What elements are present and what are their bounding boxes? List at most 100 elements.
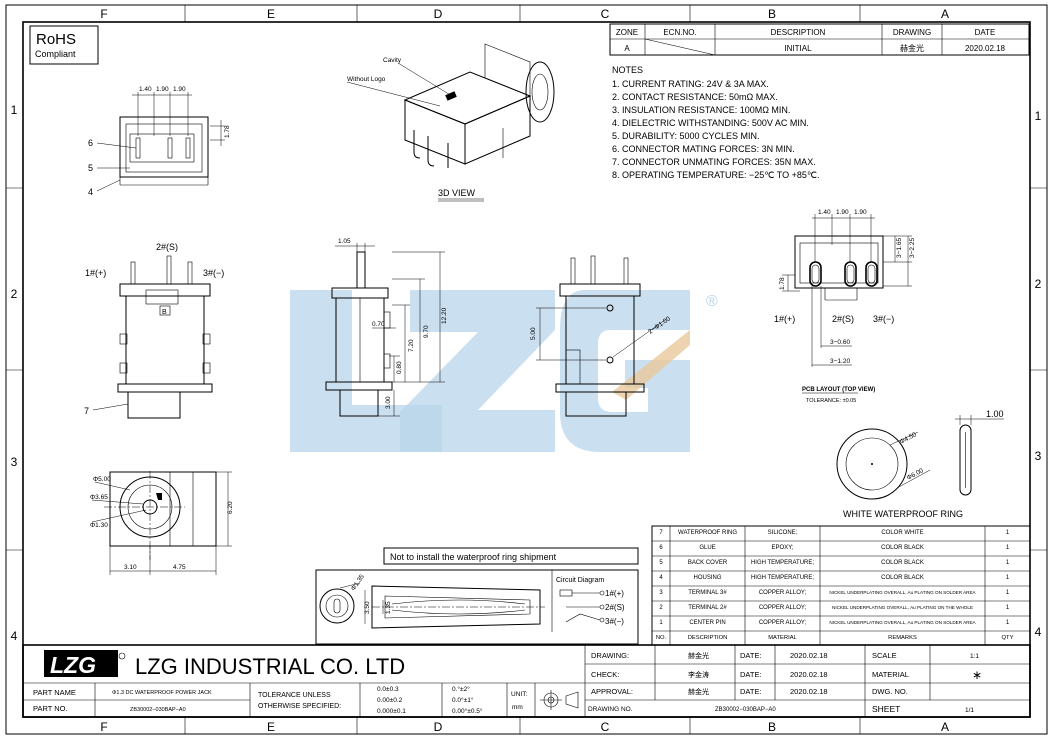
bom-cell-material: SILICONE; — [767, 530, 798, 537]
bottom-view-dim: Φ5.00 — [93, 476, 111, 483]
bom-cell-no: 6 — [659, 545, 663, 552]
frame-col-d-bottom: D — [434, 720, 443, 734]
top-view-dim: 1.40 — [139, 86, 152, 93]
pcb-layout: 1.40 1.90 1.90 3−1.65 3−2.25 1.78 3−0.60… — [774, 209, 916, 404]
side-view: 1.05 12.20 9.70 7.20 0.70 0.80 3.00 — [325, 238, 448, 417]
bom-header-cell: MATERIAL — [768, 634, 797, 641]
bom-cell-desc: TERMINAL 3# — [688, 590, 727, 597]
top-view-dim: 1.90 — [156, 86, 169, 93]
shipment-note: Not to install the waterproof ring shipm… — [390, 552, 557, 562]
sheet-value: 1/1 — [965, 707, 974, 714]
pcb-dim: 1.90 — [836, 209, 849, 216]
rev-header-ecn: ECN.NO. — [663, 28, 696, 37]
check-label: CHECK: — [591, 670, 619, 679]
rev-header-description: DESCRIPTION — [771, 28, 826, 37]
bom-header-cell: REMARKS — [888, 634, 917, 641]
3d-view-cavity-label: Cavity — [383, 57, 402, 64]
bom-header-cell: DESCRIPTION — [687, 634, 728, 641]
bom-cell-material: EPOXY; — [771, 545, 794, 552]
bottom-view-dim: 6.20 — [227, 501, 234, 514]
front-view-pin3: 3#(−) — [203, 268, 224, 278]
frame-row-4-right: 4 — [1035, 625, 1042, 639]
front-view: B 1#(+) 2#(S) 3#(−) 7 — [84, 242, 224, 419]
side-view-dim: 1.05 — [338, 238, 351, 245]
bottom-view-dim: 4.75 — [173, 564, 186, 571]
rohs-subtitle: Compliant — [35, 49, 76, 59]
bom-cell-material: COPPER ALLOY; — [758, 605, 807, 612]
top-view: 1.40 1.90 1.90 1.78 6 5 4 — [88, 86, 231, 197]
bom-header-cell: NO. — [655, 634, 667, 641]
bom-header-cell: QTY — [1001, 634, 1014, 641]
3d-view-without-logo-label: Without Logo — [347, 76, 386, 83]
ring-dim: Φ4.50 — [899, 431, 918, 446]
frame-col-c-bottom: C — [601, 720, 610, 734]
bom-cell-material: COPPER ALLOY; — [758, 620, 807, 627]
check-signature: 李金涛 — [688, 670, 709, 679]
bottom-view-dim: Φ3.65 — [90, 494, 108, 501]
drawing-no-label: DRAWING NO. — [588, 706, 633, 713]
front-view-pin2: 2#(S) — [156, 242, 178, 252]
side-view-dim: 12.20 — [441, 307, 448, 324]
pcb-dim: 3−0.60 — [830, 339, 850, 346]
3d-view: Cavity Without Logo 3D VIEW — [346, 43, 555, 202]
front-view-pin1: 1#(+) — [85, 268, 106, 278]
logo-text: LZG — [50, 652, 96, 678]
bom-cell-qty: 1 — [1005, 605, 1010, 612]
side-view-dim: 3.00 — [385, 396, 392, 409]
bom-cell-remarks: NICKEL UNDERPLATING OVERALL, Au PLATING … — [832, 605, 973, 611]
pcb-dim: 3−1.65 — [896, 238, 903, 258]
note-item: 7. CONNECTOR UNMATING FORCES: 35N MAX. — [612, 157, 816, 167]
side-view-dim: 9.70 — [423, 325, 430, 338]
bom-cell-no: 7 — [659, 530, 663, 537]
date-label: DATE: — [740, 651, 762, 660]
bom-cell-no: 2 — [659, 605, 663, 612]
pcb-layout-title: PCB LAYOUT (TOP VIEW) — [802, 387, 875, 393]
tolerance-angle: 0.0°±1° — [452, 696, 474, 704]
drawing-label: DRAWING: — [591, 651, 629, 660]
frame-row-1-right: 1 — [1035, 109, 1042, 123]
pcb-dim: 3−1.20 — [830, 358, 850, 365]
ring-dim: Φ6.00 — [906, 467, 925, 482]
callout-6: 6 — [88, 138, 93, 148]
sheet-label: SHEET — [872, 704, 900, 714]
watermark-registered-mark: ® — [706, 293, 718, 310]
frame-row-4-left: 4 — [11, 629, 18, 643]
date-label: DATE: — [740, 670, 762, 679]
tolerance-label-2: OTHERWISE SPECIFIED: — [258, 703, 341, 710]
pcb-dim: 1.40 — [818, 209, 831, 216]
note-item: 8. OPERATING TEMPERATURE: −25℃ TO +85℃. — [612, 170, 819, 180]
date-label: DATE: — [740, 687, 762, 696]
frame-col-e-bottom: E — [267, 720, 275, 734]
unit-value: mm — [512, 704, 523, 711]
tolerance-linear: 0.00±0.2 — [377, 697, 403, 704]
rev-drawing: 赫金光 — [900, 43, 924, 53]
revision-table: ZONE ECN.NO. DESCRIPTION DRAWING DATE A … — [609, 23, 1030, 56]
note-item: 6. CONNECTOR MATING FORCES: 3N MIN. — [612, 144, 795, 154]
top-view-dim: 1.90 — [173, 86, 186, 93]
notes-block: NOTES 1. CURRENT RATING: 24V & 3A MAX. 2… — [612, 65, 819, 180]
bom-cell-desc: WATERPROOF RING — [678, 530, 737, 537]
dwg-no-label: DWG. NO. — [872, 687, 908, 696]
note-item: 1. CURRENT RATING: 24V & 3A MAX. — [612, 79, 769, 89]
bom-cell-qty: 1 — [1005, 590, 1010, 597]
ring-title: WHITE WATERPROOF RING — [843, 509, 963, 519]
pcb-pin3: 3#(−) — [873, 314, 894, 324]
drawing-signature: 赫金光 — [688, 651, 709, 660]
rohs-badge: RoHS Compliant — [29, 25, 99, 65]
frame-row-1-left: 1 — [11, 103, 18, 117]
bom-cell-qty: 1 — [1005, 530, 1010, 537]
tolerance-linear: 0.000±0.1 — [377, 708, 406, 715]
callout-7: 7 — [84, 406, 89, 416]
side-view-dim: 0.70 — [372, 321, 385, 328]
projection-symbol — [540, 690, 579, 710]
section-dim: 1.35 — [385, 601, 392, 614]
frame-col-a-top: A — [941, 7, 949, 21]
date-value: 2020.02.18 — [790, 687, 828, 696]
bom-cell-desc: GLUE — [699, 545, 716, 552]
frame-col-b-top: B — [768, 7, 776, 21]
note-item: 2. CONTACT RESISTANCE: 50mΩ MAX. — [612, 92, 778, 102]
scale-value: 1:1 — [970, 653, 979, 660]
note-item: 5. DURABILITY: 5000 CYCLES MIN. — [612, 131, 760, 141]
bom-cell-remarks: NICKEL UNDERPLATING OVERALL, Au PLATING … — [829, 590, 976, 596]
